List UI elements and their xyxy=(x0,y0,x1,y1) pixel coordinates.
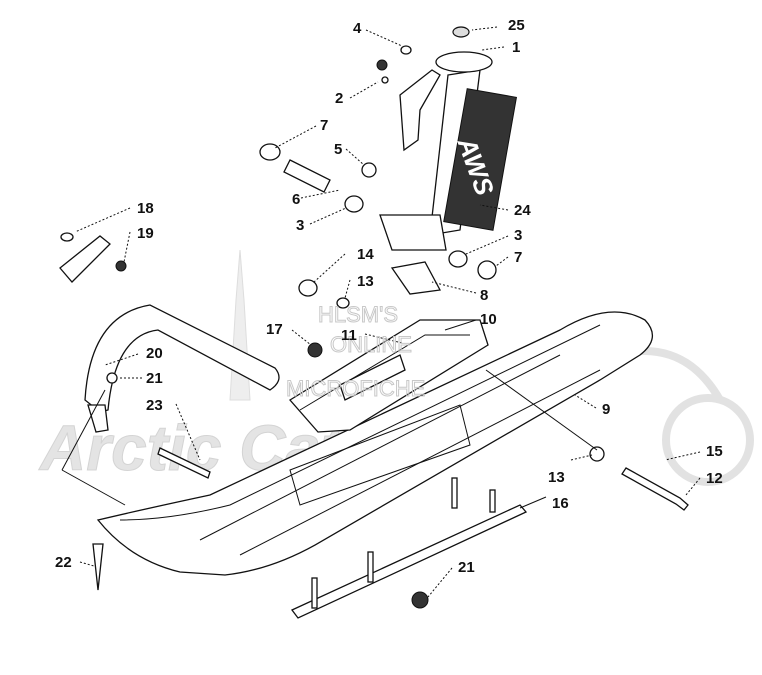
ski xyxy=(96,311,653,576)
wear-bar xyxy=(290,477,528,619)
watermark-line3: MICROFICHE xyxy=(286,376,425,401)
callout-2: 2 xyxy=(335,90,343,107)
leader-lines xyxy=(61,26,701,598)
callout-19: 19 xyxy=(137,225,154,242)
callout-12: 12 xyxy=(706,470,723,487)
callout-20: 20 xyxy=(146,345,163,362)
watermark-text: HLSM'S ONLINE MICROFICHE xyxy=(286,302,426,402)
callout-9: 9 xyxy=(602,401,610,418)
callout-22: 22 xyxy=(55,554,72,571)
callout-10: 10 xyxy=(480,311,497,328)
watermark-line2: ONLINE xyxy=(330,332,412,357)
callout-3a: 3 xyxy=(296,217,304,234)
callout-25: 25 xyxy=(508,17,525,34)
callout-23: 23 xyxy=(146,397,163,414)
hardware xyxy=(59,26,689,609)
callout-6: 6 xyxy=(292,191,300,208)
callout-16: 16 xyxy=(552,495,569,512)
callout-18: 18 xyxy=(137,200,154,217)
callout-7b: 7 xyxy=(514,249,522,266)
ski-saddle xyxy=(289,319,489,433)
watermark-line1: HLSM'S xyxy=(318,302,398,327)
callout-14: 14 xyxy=(357,246,374,263)
callout-11: 11 xyxy=(341,327,357,344)
callout-13b: 13 xyxy=(548,469,565,486)
callout-17: 17 xyxy=(266,321,283,338)
ski-loop xyxy=(84,304,280,433)
callout-5: 5 xyxy=(334,141,342,158)
callout-21b: 21 xyxy=(458,559,475,576)
callout-8: 8 xyxy=(480,287,488,304)
callout-3b: 3 xyxy=(514,227,522,244)
callout-1: 1 xyxy=(512,39,520,56)
callout-7a: 7 xyxy=(320,117,328,134)
callout-4: 4 xyxy=(353,20,362,37)
callouts: 25 1 4 2 7 5 6 3 24 3 7 18 19 14 13 8 17… xyxy=(55,17,723,576)
callout-21a: 21 xyxy=(146,370,163,387)
callout-24: 24 xyxy=(514,202,531,219)
callout-13a: 13 xyxy=(357,273,374,290)
spindle: AWS xyxy=(379,51,518,251)
callout-15: 15 xyxy=(706,443,723,460)
